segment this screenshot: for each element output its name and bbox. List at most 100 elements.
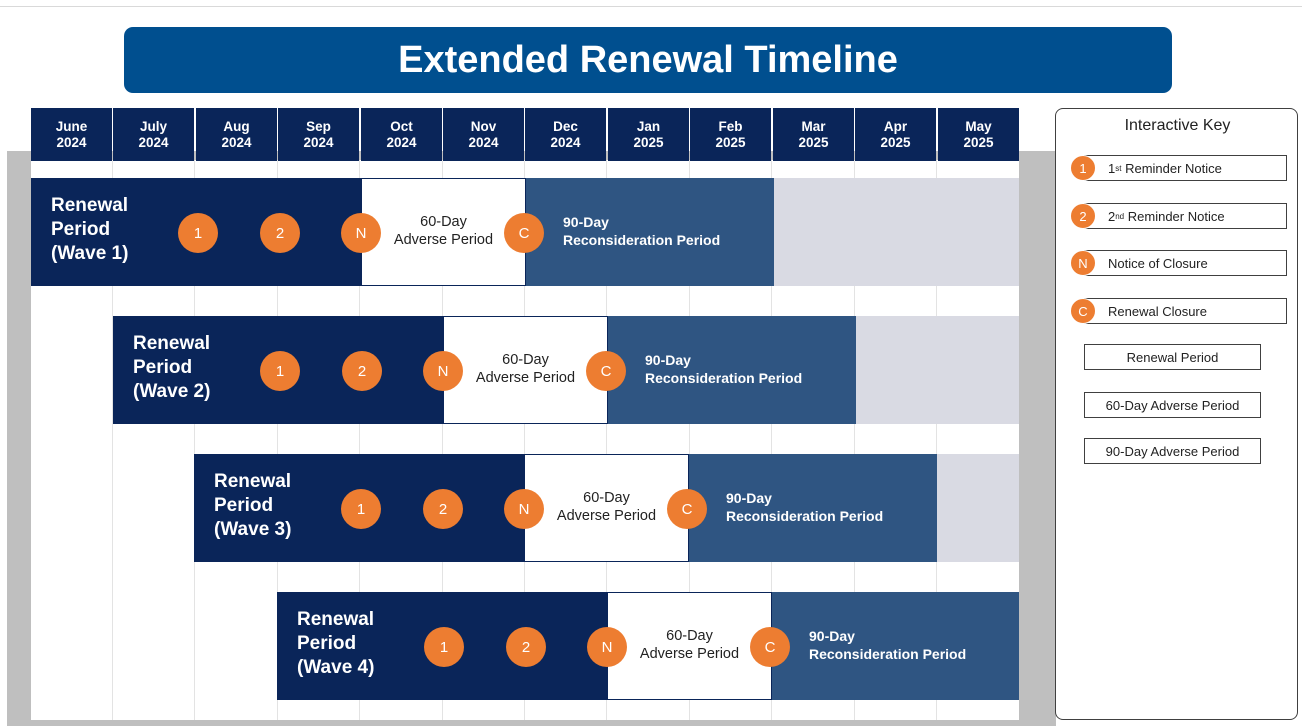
grid-line xyxy=(277,160,278,720)
month-year: 2024 xyxy=(550,134,581,150)
reminder-1-marker[interactable]: 1 xyxy=(260,351,300,391)
month-name: Aug xyxy=(223,118,250,134)
month-year: 2025 xyxy=(798,134,829,150)
key-label-text: Notice of Closure xyxy=(1108,255,1208,271)
notice-of-closure-marker[interactable]: N xyxy=(341,213,381,253)
adverse-period-label: 60-Day Adverse Period xyxy=(475,352,576,386)
notice-of-closure-marker[interactable]: N xyxy=(587,627,627,667)
month-year: 2024 xyxy=(56,134,87,150)
renewal-closure-marker[interactable]: C xyxy=(750,627,790,667)
month-year: 2024 xyxy=(138,134,169,150)
key-label-text: 60-Day Adverse Period xyxy=(1105,397,1240,413)
reminder-1-marker[interactable]: 1 xyxy=(424,627,464,667)
month-year: 2024 xyxy=(221,134,252,150)
month-name: Dec xyxy=(553,118,578,134)
wave-1-row: Renewal Period (Wave 1) 1 2 N 60-Day Adv… xyxy=(31,178,1019,286)
month-year: 2025 xyxy=(880,134,911,150)
reconsideration-label: 90-Day Reconsideration Period xyxy=(726,490,884,524)
month-name: Mar xyxy=(801,118,826,134)
renewal-closure-marker[interactable]: C xyxy=(504,213,544,253)
grid-line xyxy=(854,160,855,720)
reminder-2-marker[interactable]: 2 xyxy=(506,627,546,667)
wave-3-row: Renewal Period (Wave 3) 1 2 N 60-Day Adv… xyxy=(194,454,1019,562)
wave-4-row: Renewal Period (Wave 4) 1 2 N 60-Day Adv… xyxy=(277,592,1019,700)
key-label-suffix: st xyxy=(1115,163,1122,173)
grid-line xyxy=(112,160,113,720)
month-name: May xyxy=(965,118,992,134)
grid-line xyxy=(194,160,195,720)
top-divider xyxy=(0,6,1302,7)
key-marker-c: C xyxy=(1070,298,1096,324)
page-title: Extended Renewal Timeline xyxy=(398,38,898,81)
reconsideration-label: 90-Day Reconsideration Period xyxy=(645,352,803,386)
renewal-closure-marker[interactable]: C xyxy=(586,351,626,391)
reminder-1-marker[interactable]: 1 xyxy=(341,489,381,529)
month-year: 2025 xyxy=(963,134,994,150)
key-label-text: Renewal Period xyxy=(1126,349,1219,365)
reminder-2-marker[interactable]: 2 xyxy=(260,213,300,253)
adverse-period-segment[interactable] xyxy=(361,178,526,286)
empty-segment xyxy=(856,316,1019,424)
key-label-text: 90-Day Adverse Period xyxy=(1105,443,1240,459)
reconsideration-period-segment[interactable] xyxy=(772,592,1019,700)
key-item-notice-of-closure[interactable]: Notice of Closure xyxy=(1084,250,1287,276)
key-item-60-day-adverse[interactable]: 60-Day Adverse Period xyxy=(1084,392,1261,418)
reminder-2-marker[interactable]: 2 xyxy=(342,351,382,391)
wave-label: Renewal Period (Wave 2) xyxy=(133,333,211,402)
reconsideration-period-segment[interactable] xyxy=(526,178,774,286)
reminder-1-marker[interactable]: 1 xyxy=(178,213,218,253)
month-name: Jan xyxy=(636,118,661,134)
wave-label: Renewal Period (Wave 4) xyxy=(297,609,375,678)
grid-line xyxy=(771,160,772,720)
key-item-90-day-adverse[interactable]: 90-Day Adverse Period xyxy=(1084,438,1261,464)
adverse-period-label: 60-Day Adverse Period xyxy=(393,214,494,248)
month-name: Sep xyxy=(306,118,331,134)
title-banner: Extended Renewal Timeline xyxy=(124,27,1172,93)
empty-segment xyxy=(937,454,1019,562)
month-year: 2025 xyxy=(633,134,664,150)
adverse-period-label: 60-Day Adverse Period xyxy=(639,628,740,662)
reconsideration-period-segment[interactable] xyxy=(689,454,937,562)
key-label-text: Reminder Notice xyxy=(1124,208,1225,224)
key-marker-2: 2 xyxy=(1070,203,1096,229)
month-name: Apr xyxy=(883,118,908,134)
month-name: Oct xyxy=(390,118,413,134)
grid-line xyxy=(442,160,443,720)
adverse-period-segment[interactable] xyxy=(607,592,772,700)
month-year: 2024 xyxy=(303,134,334,150)
reconsideration-label: 90-Day Reconsideration Period xyxy=(809,628,967,662)
month-year: 2025 xyxy=(715,134,746,150)
key-label-suffix: nd xyxy=(1115,211,1125,221)
key-item-renewal-period[interactable]: Renewal Period xyxy=(1084,344,1261,370)
reconsideration-period-segment[interactable] xyxy=(608,316,856,424)
reminder-2-marker[interactable]: 2 xyxy=(423,489,463,529)
key-label-text: Reminder Notice xyxy=(1121,160,1222,176)
grid-line xyxy=(936,160,937,720)
empty-segment xyxy=(774,178,1019,286)
reconsideration-label: 90-Day Reconsideration Period xyxy=(563,214,721,248)
key-marker-n: N xyxy=(1070,250,1096,276)
key-label-number: 1 xyxy=(1108,160,1116,176)
notice-of-closure-marker[interactable]: N xyxy=(423,351,463,391)
renewal-closure-marker[interactable]: C xyxy=(667,489,707,529)
adverse-period-label: 60-Day Adverse Period xyxy=(556,490,657,524)
grid-line xyxy=(359,160,360,720)
notice-of-closure-marker[interactable]: N xyxy=(504,489,544,529)
key-item-renewal-closure[interactable]: Renewal Closure xyxy=(1084,298,1287,324)
key-label-number: 2 xyxy=(1108,208,1116,224)
adverse-period-segment[interactable] xyxy=(524,454,689,562)
month-year: 2024 xyxy=(386,134,417,150)
month-name: June xyxy=(55,118,88,134)
